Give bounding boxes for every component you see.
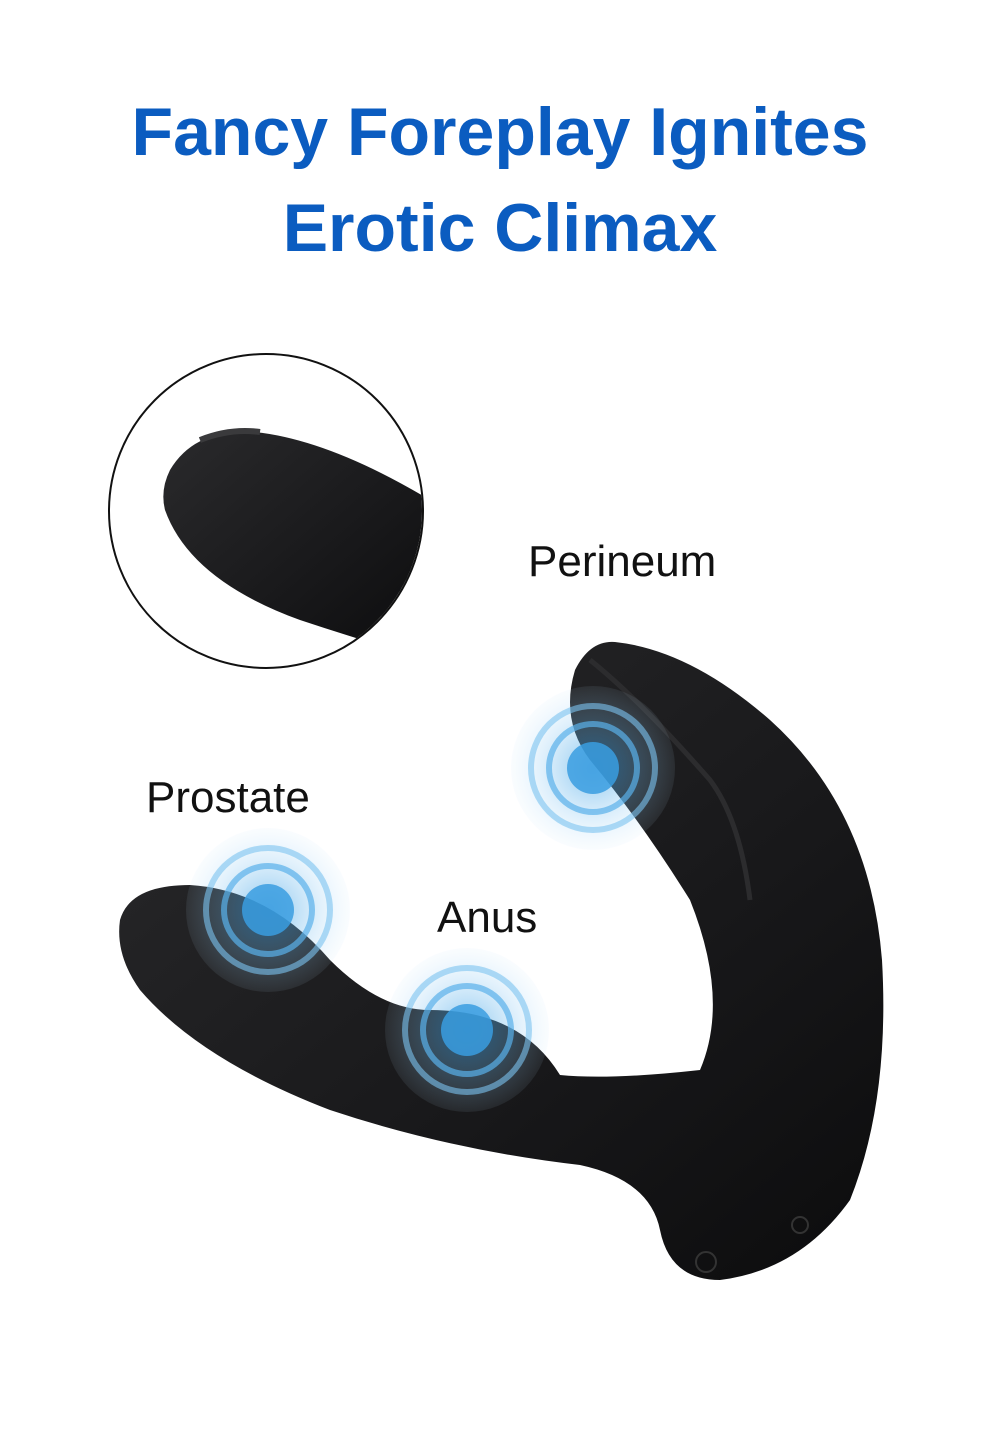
label-prostate: Prostate bbox=[146, 773, 310, 822]
detail-zoom-circle bbox=[108, 353, 424, 669]
mode-button-icon bbox=[791, 1216, 809, 1234]
product-body bbox=[119, 641, 884, 1280]
label-anus: Anus bbox=[437, 893, 538, 942]
pulse-prostate-icon bbox=[186, 828, 350, 992]
headline-line-1: Fancy Foreplay Ignites bbox=[131, 94, 869, 170]
headline-line-2: Erotic Climax bbox=[282, 190, 718, 266]
label-perineum: Perineum bbox=[528, 537, 717, 586]
power-button-icon bbox=[695, 1251, 717, 1273]
pulse-anus-icon bbox=[385, 948, 549, 1112]
pulse-perineum-icon bbox=[511, 686, 675, 850]
